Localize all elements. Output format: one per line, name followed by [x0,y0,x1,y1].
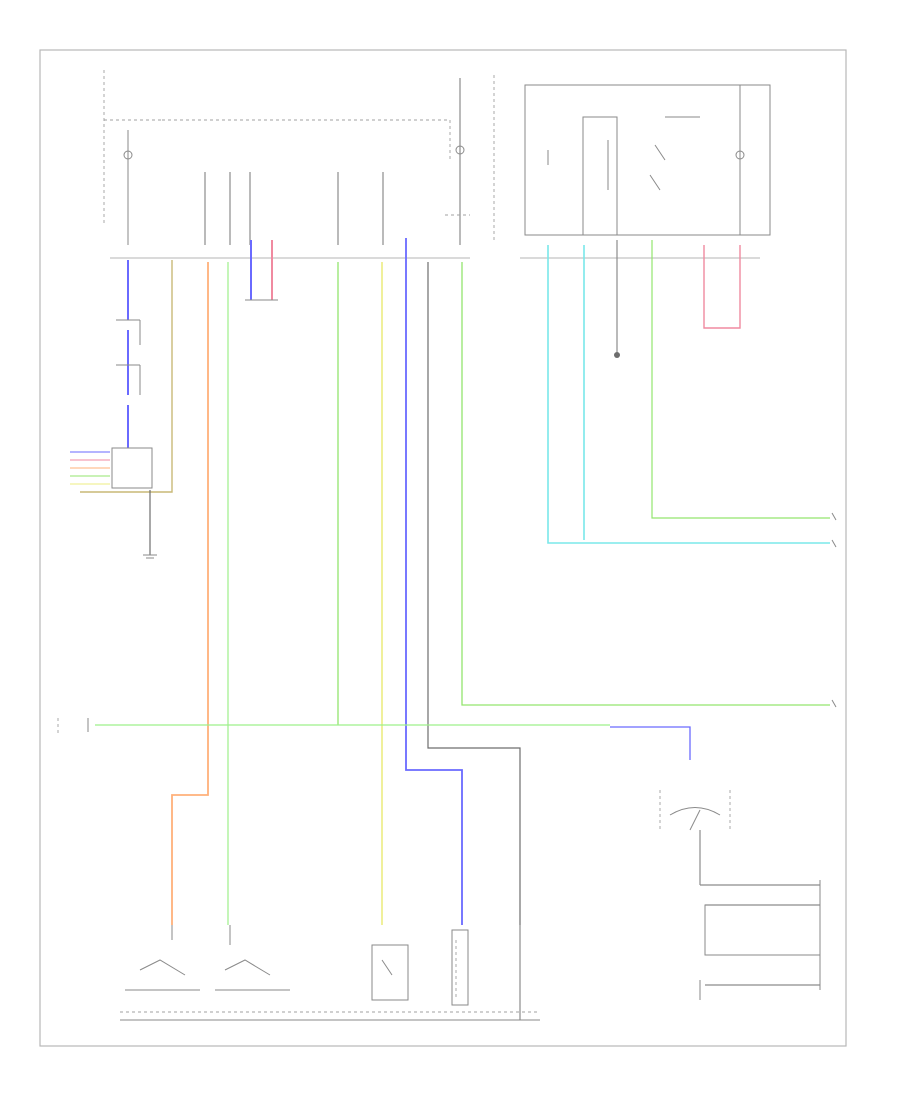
bottom-ground-bus [120,1011,540,1021]
orange-wire [171,262,209,925]
switch-b [215,925,290,991]
blue-wire-long [405,238,463,925]
ground-left [57,718,89,735]
combination-switch [116,319,141,395]
cyan-wire-a [547,245,830,544]
pink-loop-wire [703,245,741,329]
fuse-box-left [103,70,450,245]
tan-wire [80,260,173,493]
blue-wire-right [610,726,691,760]
dark-wire [427,262,521,925]
ground-right [614,240,620,358]
green-wire-long [461,262,830,706]
left-connector-wires [70,447,153,489]
ground-lower-left [143,490,157,559]
right-module [704,904,821,986]
switch-c [371,944,409,1001]
diagram-border [39,49,847,1047]
fuse-box-mid [445,75,495,245]
right-terminals [819,512,837,990]
relay-box [524,84,771,236]
mode-switch [659,790,820,886]
green-wire-right [651,240,830,519]
switch-a [125,925,200,991]
top-gray-wires [204,172,384,245]
resistor-block [451,929,469,1006]
